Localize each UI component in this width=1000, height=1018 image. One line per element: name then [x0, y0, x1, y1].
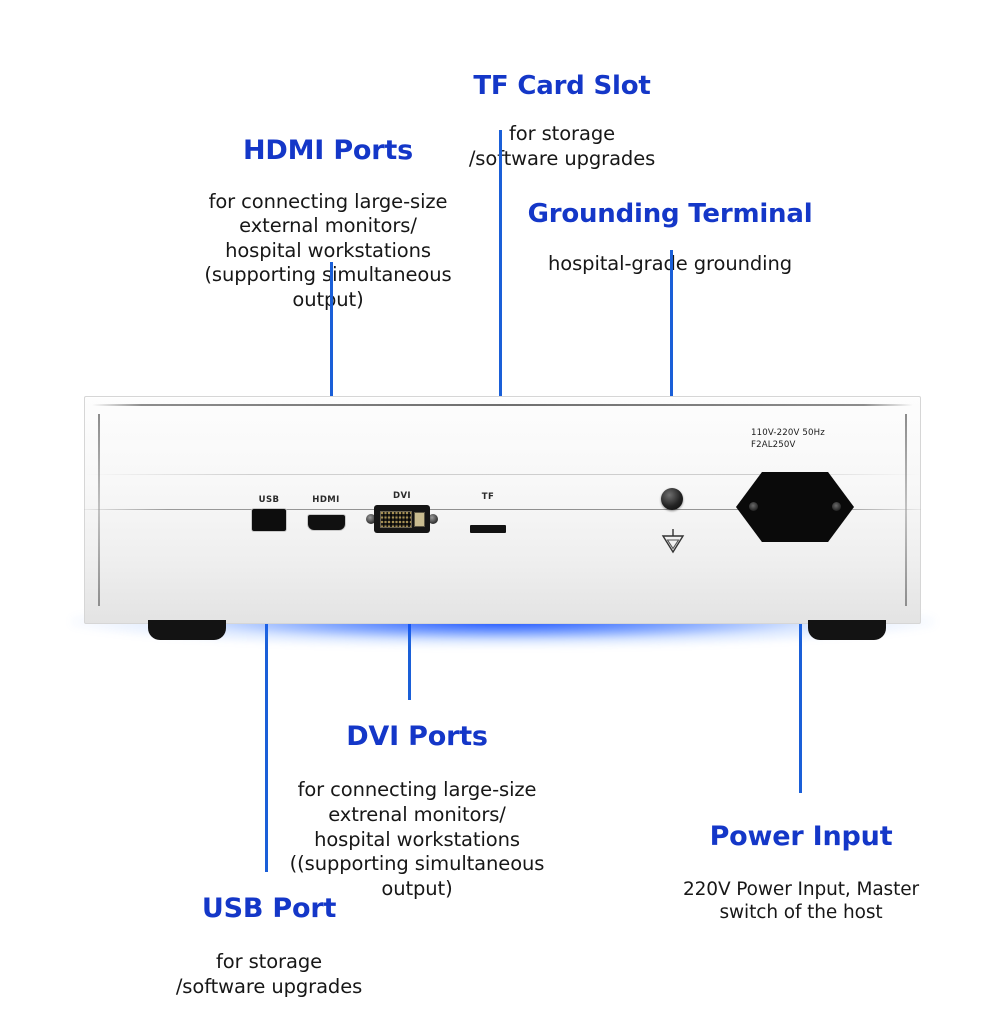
- device-foot-right: [808, 620, 886, 640]
- annotation-power-description: 220V Power Input, Master switch of the h…: [682, 878, 920, 923]
- annotation-tf-card-slot: TF Card Slot for storage /software upgra…: [438, 52, 686, 190]
- port-label-usb: USB: [258, 495, 280, 505]
- grounding-terminal-screw[interactable]: [661, 488, 683, 510]
- annotation-ground-title: Grounding Terminal: [527, 198, 813, 229]
- leader-line-tf: [499, 130, 502, 530]
- annotation-hdmi-title: HDMI Ports: [243, 134, 413, 166]
- power-socket-screw-left: [749, 502, 758, 511]
- annotation-ground-description: hospital-grade grounding: [548, 252, 792, 276]
- dvi-flat-blade: [414, 512, 425, 527]
- annotation-power-title: Power Input: [709, 820, 893, 852]
- leader-line-hdmi: [330, 262, 333, 520]
- port-label-tf: TF: [481, 492, 495, 502]
- port-label-dvi: DVI: [393, 491, 411, 501]
- dvi-port[interactable]: [366, 504, 438, 534]
- annotation-usb-description: for storage /software upgrades: [175, 949, 363, 998]
- chassis-top-seam: [92, 404, 913, 406]
- annotation-usb-title: USB Port: [201, 892, 337, 924]
- port-label-hdmi: HDMI: [312, 495, 340, 505]
- annotation-power-input: Power Input 220V Power Input, Master swi…: [660, 802, 942, 943]
- leader-line-usb: [265, 534, 268, 872]
- chassis-left-corner-seam: [98, 414, 100, 606]
- annotation-dvi-title: DVI Ports: [346, 720, 488, 752]
- dvi-screw-right: [428, 514, 438, 524]
- grounding-symbol-icon: [661, 529, 685, 554]
- leader-line-ground: [670, 250, 673, 495]
- annotation-hdmi-description: for connecting large-size external monit…: [204, 189, 452, 311]
- chassis-right-corner-seam: [905, 414, 907, 606]
- tf-card-slot[interactable]: [470, 525, 506, 533]
- annotation-grounding-terminal: Grounding Terminal hospital-grade ground…: [500, 180, 840, 294]
- annotation-dvi-description: for connecting large-size extrenal monit…: [289, 777, 545, 901]
- chassis-upper-seam: [84, 474, 921, 475]
- power-socket-screw-right: [832, 502, 841, 511]
- chassis-mid-seam: [84, 509, 921, 510]
- dvi-pin-array: [380, 511, 412, 528]
- usb-port[interactable]: [252, 509, 286, 531]
- power-rating-line-2: F2AL250V: [751, 439, 796, 450]
- power-rating-marking: 110V-220V 50Hz F2AL250V: [751, 428, 825, 451]
- annotation-usb-port: USB Port for storage /software upgrades: [140, 874, 398, 1018]
- power-rating-line-1: 110V-220V 50Hz: [751, 428, 825, 438]
- power-input-socket[interactable]: [733, 469, 857, 545]
- annotation-dvi-ports: DVI Ports for connecting large-size extr…: [252, 702, 582, 921]
- annotation-tf-description: for storage /software upgrades: [468, 122, 656, 170]
- hdmi-port[interactable]: [308, 515, 345, 530]
- annotation-hdmi-ports: HDMI Ports for connecting large-size ext…: [178, 116, 478, 331]
- annotation-tf-title: TF Card Slot: [473, 70, 651, 101]
- leader-line-power: [799, 537, 802, 793]
- device-foot-left: [148, 620, 226, 640]
- dvi-screw-left: [366, 514, 376, 524]
